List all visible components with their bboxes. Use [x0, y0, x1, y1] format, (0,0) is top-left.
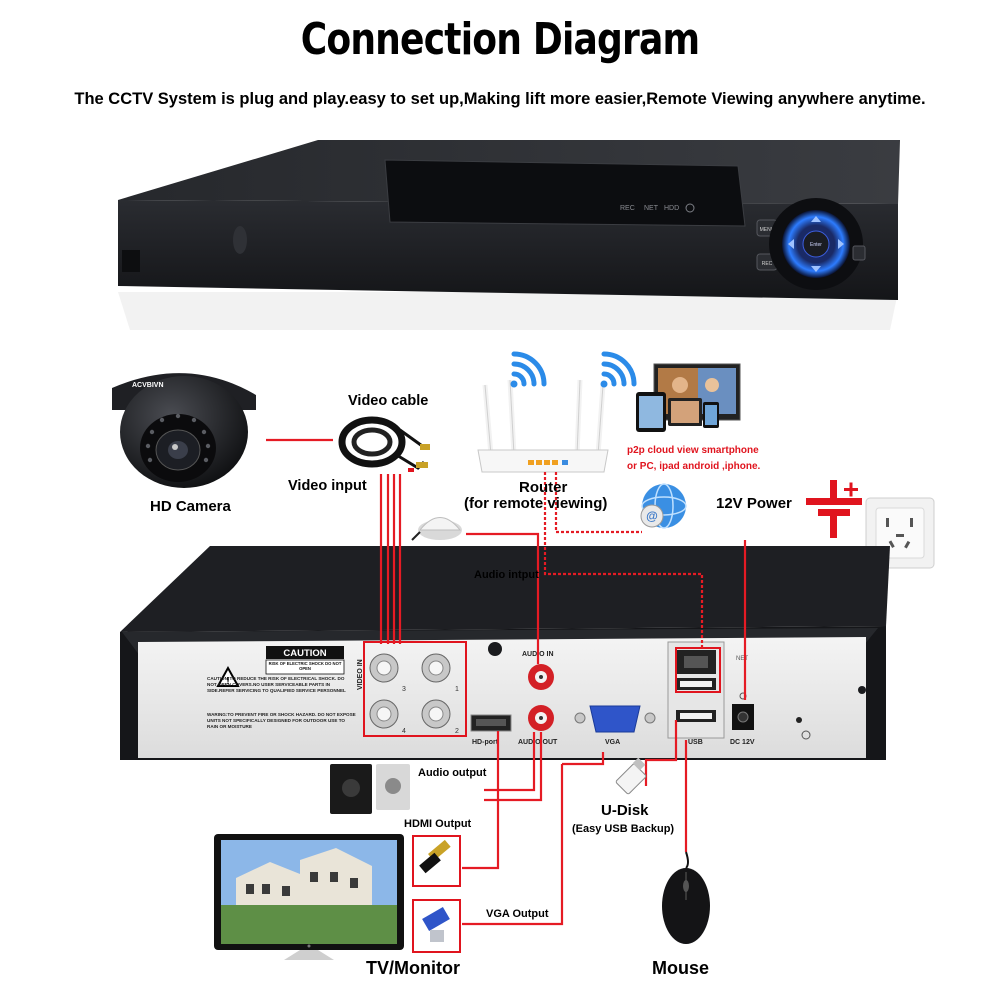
- svg-text:@: @: [646, 509, 658, 523]
- tv-monitor-label: TV/Monitor: [366, 958, 460, 978]
- hd-camera: ACVBIVN: [112, 373, 256, 488]
- vga-label: VGA: [605, 739, 620, 746]
- net-usb-ports: USB NET: [667, 641, 748, 746]
- vga-cable-box: [412, 899, 461, 953]
- warning-text: WARING:TO PREVENT FIRE OR SHOCK HAZARD. …: [207, 712, 356, 729]
- video-cable-coil: [338, 416, 430, 472]
- usb-label: USB: [688, 739, 703, 746]
- audio-mic-icon: [411, 517, 462, 541]
- vga-output-label: VGA Output: [486, 908, 549, 920]
- caution-title: CAUTION: [283, 648, 326, 659]
- dc-12v-port: DC 12V: [730, 692, 755, 746]
- u-disk-label: U-Disk: [601, 802, 649, 819]
- router-sublabel: (for remote viewing): [464, 495, 608, 512]
- hdmi-port: HD-port: [470, 714, 512, 746]
- dvr-indicators: REC NET HDD: [620, 203, 695, 213]
- video-in-ports: VIDEO IN 3 1 4 2: [357, 641, 467, 737]
- svg-text:REC: REC: [762, 261, 773, 267]
- channel-2: 2: [455, 728, 459, 735]
- dc-12v-label: DC 12V: [730, 739, 755, 746]
- wifi-icon: [510, 351, 547, 388]
- caution-sub: RISK OF ELECTRIC SHOCK DO NOT OPEN: [268, 661, 342, 671]
- nav-wheel[interactable]: Enter: [769, 198, 863, 290]
- video-cable-label: Video cable: [348, 393, 429, 409]
- hd-port-label: HD-port: [472, 739, 499, 746]
- indicator-rec: REC: [620, 205, 635, 212]
- vga-port: VGA: [574, 705, 656, 746]
- p2p-label-line2: or PC, ipad android ,iphone.: [627, 461, 761, 472]
- router-label: Router: [519, 479, 568, 496]
- u-disk-icon: [615, 757, 647, 795]
- power-label: 12V Power: [716, 495, 792, 512]
- nav-enter-label: Enter: [810, 242, 822, 248]
- audio-out-port: AUDIO OUT: [518, 705, 558, 746]
- channel-3: 3: [402, 686, 406, 693]
- caution-text: CAUTION:TO REDUCE THE RISK OF ELECTRICAL…: [207, 676, 346, 693]
- mouse-label: Mouse: [652, 958, 710, 978]
- indicator-hdd: HDD: [664, 205, 679, 212]
- dvr-front: REC NET HDD MENU REC Enter: [118, 140, 900, 330]
- p2p-devices: [636, 363, 741, 432]
- tv-monitor: [214, 834, 404, 960]
- speaker-icon: [330, 764, 410, 814]
- power-symbol-icon: [806, 480, 862, 538]
- svg-text:!: !: [226, 676, 229, 687]
- audio-output-label: Audio output: [418, 767, 487, 779]
- channel-4: 4: [402, 728, 406, 735]
- video-in-label: VIDEO IN: [357, 659, 364, 690]
- router: [477, 379, 609, 473]
- page-subtitle: The CCTV System is plug and play.easy to…: [74, 90, 926, 108]
- internet-globe-icon: @: [640, 483, 687, 529]
- audio-input-label: Audio intput: [474, 569, 539, 581]
- audio-out-label: AUDIO OUT: [518, 739, 558, 746]
- channel-1: 1: [455, 686, 459, 693]
- hdmi-cable-box: [412, 835, 461, 887]
- power-button[interactable]: [852, 245, 866, 261]
- net-label: NET: [736, 656, 748, 662]
- wifi-icon: [600, 351, 637, 388]
- p2p-label-line1: p2p cloud view smartphone: [627, 445, 759, 456]
- u-disk-sublabel: (Easy USB Backup): [572, 823, 675, 835]
- mouse-icon: [662, 851, 710, 944]
- indicator-net: NET: [644, 205, 659, 212]
- video-input-label: Video input: [288, 478, 367, 494]
- svg-text:MENU: MENU: [760, 227, 775, 233]
- hdmi-output-label: HDMI Output: [404, 818, 472, 830]
- caution-label: ! CAUTION: [216, 646, 345, 687]
- camera-brand: ACVBIVN: [132, 382, 164, 389]
- connection-lines: [266, 438, 747, 926]
- hd-camera-label: HD Camera: [150, 498, 231, 515]
- page-title: Connection Diagram: [300, 14, 700, 65]
